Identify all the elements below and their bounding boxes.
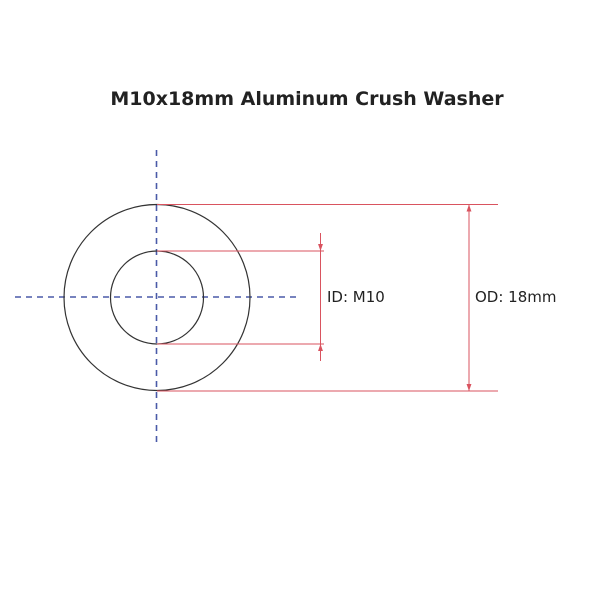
center-lines bbox=[15, 150, 300, 442]
id-label: ID: M10 bbox=[327, 288, 385, 306]
extension-lines bbox=[157, 204, 498, 392]
od-label: OD: 18mm bbox=[475, 288, 557, 306]
diagram-title: M10x18mm Aluminum Crush Washer bbox=[110, 88, 504, 110]
